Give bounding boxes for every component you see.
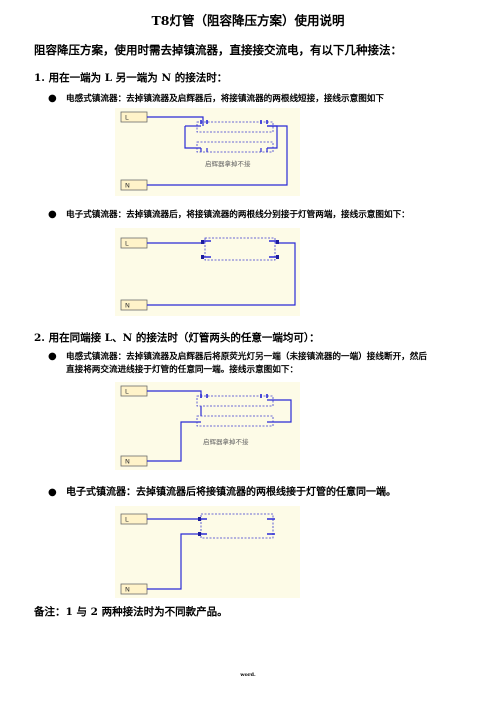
pin [198, 517, 201, 521]
lamp-pins-top [200, 394, 268, 398]
lamp-pins-bottom [200, 148, 268, 152]
bullet-icon: ● [48, 209, 57, 220]
lamp-tube [196, 121, 274, 133]
bullet-3-line-2: 直接将两交流进线接于灯管的任意同一端。接线示意图如下： [66, 365, 299, 375]
pin [276, 255, 279, 259]
intro-text: 阻容降压方案，使用时需去掉镇流器，直接接交流电，有以下几种接法： [34, 43, 402, 57]
pin [201, 255, 204, 259]
disconnected-end [267, 399, 292, 423]
terminal-n-label: N [125, 182, 130, 190]
pin [198, 532, 201, 536]
bullet-icon: ● [48, 487, 57, 498]
wire-l [147, 116, 204, 126]
lamp-pins [203, 240, 277, 258]
diagram-1-svg: L N 启辉器拿掉不接 [120, 111, 288, 191]
wire-n [147, 242, 296, 306]
diagram-2-svg: L N [120, 237, 296, 311]
short-right [267, 125, 278, 149]
wire-n [147, 533, 201, 590]
bullet-4-text: 电子式镇流器：去掉镇流器后将接镇流器的两根线接于灯管的任意同一端。 [66, 487, 396, 498]
wiring-diagram-4: L N [115, 506, 300, 598]
section-2-heading: 2. 用在同端接 L、N 的接法时（灯管两头的任意一端均可）： [34, 332, 320, 344]
lamp-tube-lower [196, 415, 274, 427]
diagram-3-annotation: 启辉器拿掉不接 [203, 437, 249, 446]
terminal-l-label: L [125, 388, 129, 396]
pin [201, 240, 204, 244]
lamp-pins [199, 518, 275, 535]
wiring-diagram-3: L N 启辉器拿掉不接 [115, 382, 300, 470]
lamp-tube [196, 395, 274, 407]
wire-n [147, 125, 288, 186]
wire-l [147, 390, 202, 398]
bullet-1-text: 电感式镇流器：去掉镇流器及启辉器后，将接镇流器的两根线短接，接线示意图如下 [66, 94, 384, 104]
bullet-icon: ● [48, 351, 57, 362]
diagram-4-svg: L N [120, 513, 275, 595]
note-text: 备注：1 与 2 两种接法时为不同款产品。 [34, 606, 228, 618]
bullet-item-3: ● 电感式镇流器：去掉镇流器及启辉器后将原荧光灯另一端（未接镇流器的一端）接线断开… [48, 350, 488, 377]
wire-n [147, 421, 201, 462]
bullet-item-2: ● 电子式镇流器：去掉镇流器后，将接镇流器的两根线分别接于灯管两端，接线示意图如下… [48, 208, 410, 222]
terminal-l-label: L [125, 114, 129, 122]
terminal-n-label: N [125, 302, 130, 310]
footer-text: word. [240, 672, 256, 678]
diagram-1-annotation: 启辉器拿掉不接 [205, 159, 251, 168]
bullet-icon: ● [48, 93, 57, 104]
diagram-3-svg: L N 启辉器拿掉不接 [120, 385, 292, 467]
terminal-n-label: N [125, 458, 130, 466]
pin [276, 240, 279, 244]
page-title: T8灯管（阻容降压方案）使用说明 [151, 13, 345, 28]
lamp-tube-lower [196, 141, 274, 153]
lamp-tube [204, 237, 276, 261]
lamp-pins-top [200, 120, 268, 124]
bullet-2-text: 电子式镇流器：去掉镇流器后，将接镇流器的两根线分别接于灯管两端，接线示意图如下： [66, 210, 410, 220]
bullet-3-line-1: 电感式镇流器：去掉镇流器及启辉器后将原荧光灯另一端（未接镇流器的一端）接线断开，… [66, 352, 427, 362]
wiring-diagram-1: L N 启辉器拿掉不接 [115, 108, 300, 196]
bullet-item-1: ● 电感式镇流器：去掉镇流器及启辉器后，将接镇流器的两根线短接，接线示意图如下 [48, 92, 384, 106]
section-1-heading: 1. 用在一端为 L 另一端为 N 的接法时： [34, 72, 228, 84]
bullet-item-4: ● 电子式镇流器：去掉镇流器后将接镇流器的两根线接于灯管的任意同一端。 [48, 486, 396, 499]
wiring-diagram-2: L N [115, 228, 300, 316]
terminal-l-label: L [125, 240, 129, 248]
short-left-link [184, 126, 201, 149]
lamp-tube [200, 513, 274, 539]
terminal-l-label: L [125, 516, 129, 524]
terminal-n-label: N [125, 586, 130, 594]
